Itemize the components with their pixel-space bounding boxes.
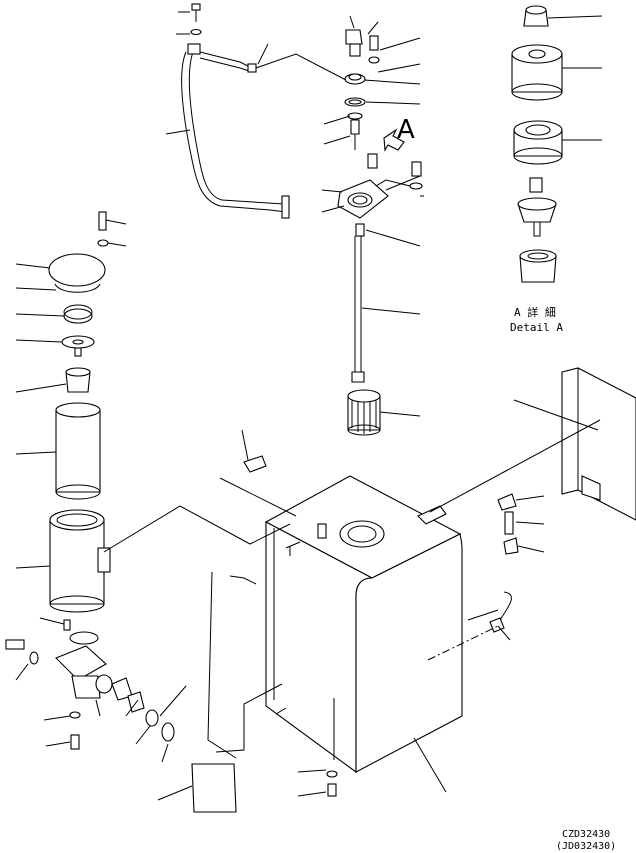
hydraulic-tank-body	[191, 475, 463, 813]
view-marker-label: A	[397, 115, 415, 145]
hose-assembly	[181, 3, 290, 219]
drawing-code: CZD32430	[562, 829, 610, 840]
drawing-code-alt: (JD032430)	[556, 841, 616, 852]
detail-a-components	[511, 5, 563, 283]
detail-label-en: Detail A	[510, 321, 563, 334]
breather-cap-stack	[337, 29, 423, 383]
filter-assembly	[5, 211, 175, 750]
leader-lines	[15, 11, 603, 801]
suction-strainer	[347, 389, 381, 436]
side-panel	[561, 367, 636, 521]
center-line	[427, 625, 499, 661]
detail-label-jp: A 詳 細	[514, 305, 556, 319]
